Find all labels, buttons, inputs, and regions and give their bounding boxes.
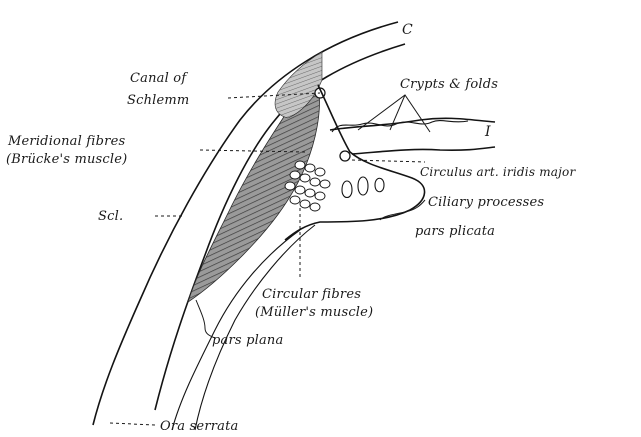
label-scl: Scl.	[98, 209, 123, 224]
crypts-folds-line	[332, 121, 468, 132]
label-circular-line2: (Müller's muscle)	[255, 305, 373, 320]
label-circulus: Circulus art. iridis major	[420, 165, 576, 179]
label-crypts: Crypts & folds	[400, 77, 498, 92]
label-meridional-line1: Meridional fibres	[7, 134, 125, 149]
label-ciliary-processes: Ciliary processes	[428, 195, 544, 210]
ciliary-processes	[342, 177, 384, 198]
circulus-artery	[340, 151, 350, 161]
label-circular-line1: Circular fibres	[262, 287, 361, 302]
label-canal-line1: Canal of	[130, 71, 188, 86]
label-pars-plicata: pars plicata	[415, 224, 495, 239]
iris-lower	[352, 147, 495, 154]
iris-upper	[330, 118, 495, 130]
leader-ora	[110, 423, 155, 425]
label-canal-line2: Schlemm	[127, 93, 189, 108]
label-c: C	[402, 22, 413, 38]
label-meridional-line2: (Brücke's muscle)	[6, 152, 127, 167]
label-i: I	[484, 124, 491, 140]
label-ora-serrata: Ora serrata	[160, 419, 238, 434]
label-pars-plana: pars plana	[212, 333, 283, 348]
